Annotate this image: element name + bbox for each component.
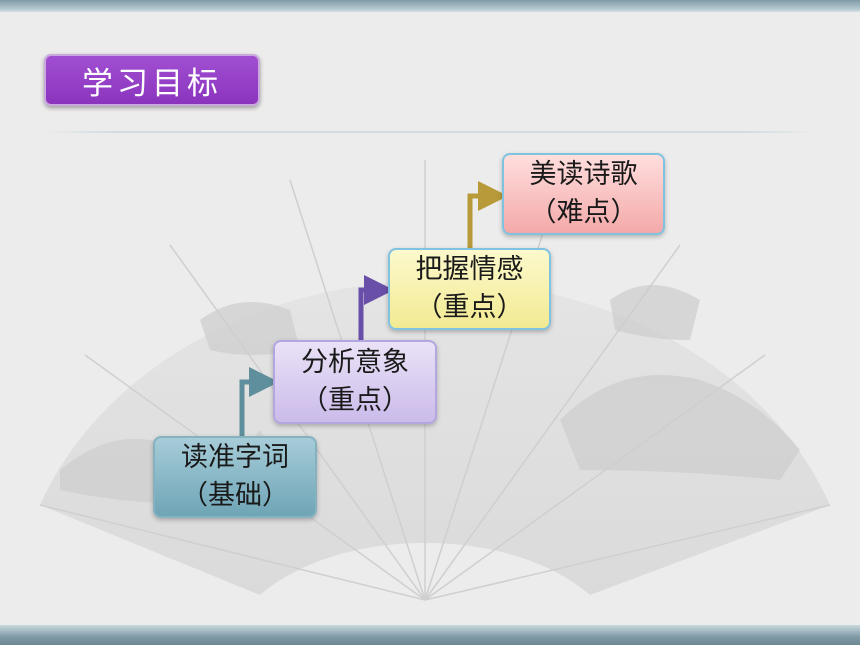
title-divider xyxy=(44,131,816,133)
arrow-step1-to-step2 xyxy=(239,367,279,436)
step-1-level: （基础） xyxy=(181,480,289,511)
arrow-step2-to-step3 xyxy=(358,275,394,340)
step-1-title: 读准字词 xyxy=(181,442,289,473)
arrow-step3-to-step4 xyxy=(467,181,508,248)
step-4-level: （难点） xyxy=(529,197,638,228)
step-4-title: 美读诗歌 xyxy=(529,159,638,190)
step-recite-poem: 美读诗歌 （难点） xyxy=(502,153,665,235)
top-bar xyxy=(0,0,860,12)
step-grasp-emotion: 把握情感 （重点） xyxy=(388,248,551,330)
step-2-level: （重点） xyxy=(301,385,409,416)
step-3-title: 把握情感 xyxy=(415,254,524,285)
step-2-title: 分析意象 xyxy=(301,347,409,378)
slide-title: 学习目标 xyxy=(44,54,260,106)
bottom-bar xyxy=(0,625,860,645)
step-3-level: （重点） xyxy=(415,292,524,323)
step-read-words: 读准字词 （基础） xyxy=(153,436,317,518)
step-analyze-imagery: 分析意象 （重点） xyxy=(273,340,437,424)
